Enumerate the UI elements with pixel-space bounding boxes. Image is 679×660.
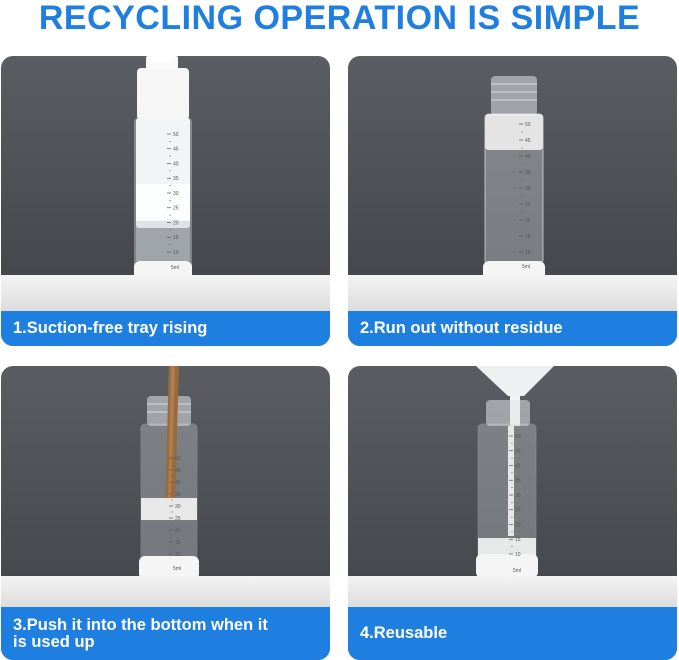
scale-label: 45 [515,449,521,455]
scale-label: 10 [175,552,181,558]
open-bottle-illustration: 50 45 40 35 30 25 20 15 10 5ml [483,76,545,295]
scale-label: 10 [173,250,179,256]
scale-label: 45 [525,138,531,144]
scale-label: 15 [525,234,531,240]
step-caption-4: 4.Reusable [348,607,677,660]
step-panel-1: 50 45 40 35 30 25 20 15 10 5ml 1.Suction-free tr… [1,56,330,346]
scale-label: 15 [175,540,181,546]
scale-label: 20 [175,528,181,534]
step-caption-2: 2.Run out without residue [348,311,677,346]
table-surface [1,275,330,311]
push-tray-illustration: 50 45 40 35 30 25 20 15 10 5ml [139,366,199,580]
step-caption-1: 1.Suction-free tray rising [1,311,330,346]
scale-label: 25 [175,516,181,522]
scale-label: 15 [173,235,179,241]
scale-label: 35 [525,170,531,176]
scale-label: 25 [515,508,521,514]
scale-label: 30 [515,493,521,499]
scale-label: 15 [515,537,521,543]
scale-label: 50 [175,456,181,462]
step-caption-3: 3.Push it into the bottom when it is use… [1,607,330,660]
bottle-scale-3: 50 45 40 35 30 25 20 15 10 [169,456,181,558]
scale-label: 35 [515,478,521,484]
bottle-with-pump-illustration: 50 45 40 35 30 25 20 15 10 5ml [134,56,192,295]
step-panel-4: 50 45 40 35 30 25 20 15 10 5ml 4.Reusable [348,366,677,660]
scale-label: 20 [515,522,521,528]
scale-label: 20 [525,218,531,224]
table-surface [1,576,330,607]
scale-label: 25 [525,202,531,208]
bottle-scale-1: 50 45 40 35 30 25 20 15 10 [167,132,179,256]
scale-label: 35 [173,176,179,182]
scale-label: 40 [515,463,521,469]
unit-label: 5ml [171,265,179,271]
scale-label: 30 [175,504,181,510]
step-panel-2: 50 45 40 35 30 25 20 15 10 5ml 2.Run out without… [348,56,677,346]
bottle-scale-2: 50 45 40 35 30 25 20 15 10 [519,122,531,256]
scale-label: 10 [525,250,531,256]
scale-label: 50 [525,122,531,128]
bottle-scale-4: 50 45 40 35 30 25 20 15 10 [509,434,521,558]
scale-label: 45 [173,147,179,153]
unit-label: 5ml [513,568,521,574]
scale-label: 35 [175,492,181,498]
scale-label: 40 [175,480,181,486]
scale-label: 30 [173,191,179,197]
page-title: RECYCLING OPERATION IS SIMPLE [38,0,641,37]
scale-label: 50 [515,434,521,440]
scale-label: 50 [173,132,179,138]
scale-label: 30 [525,186,531,192]
step-panel-3: 50 45 40 35 30 25 20 15 10 5ml 3.Push it into th… [1,366,330,660]
table-surface [348,275,677,311]
scale-label: 10 [515,552,521,558]
unit-label: 5ml [522,264,530,270]
unit-label: 5ml [173,566,181,572]
scale-label: 40 [525,154,531,160]
scale-label: 45 [175,468,181,474]
scale-label: 40 [173,161,179,167]
scale-label: 20 [173,220,179,226]
table-surface [348,576,677,607]
scale-label: 25 [173,206,179,212]
refill-funnel-illustration: 50 45 40 35 30 25 20 15 10 5ml [476,366,554,578]
